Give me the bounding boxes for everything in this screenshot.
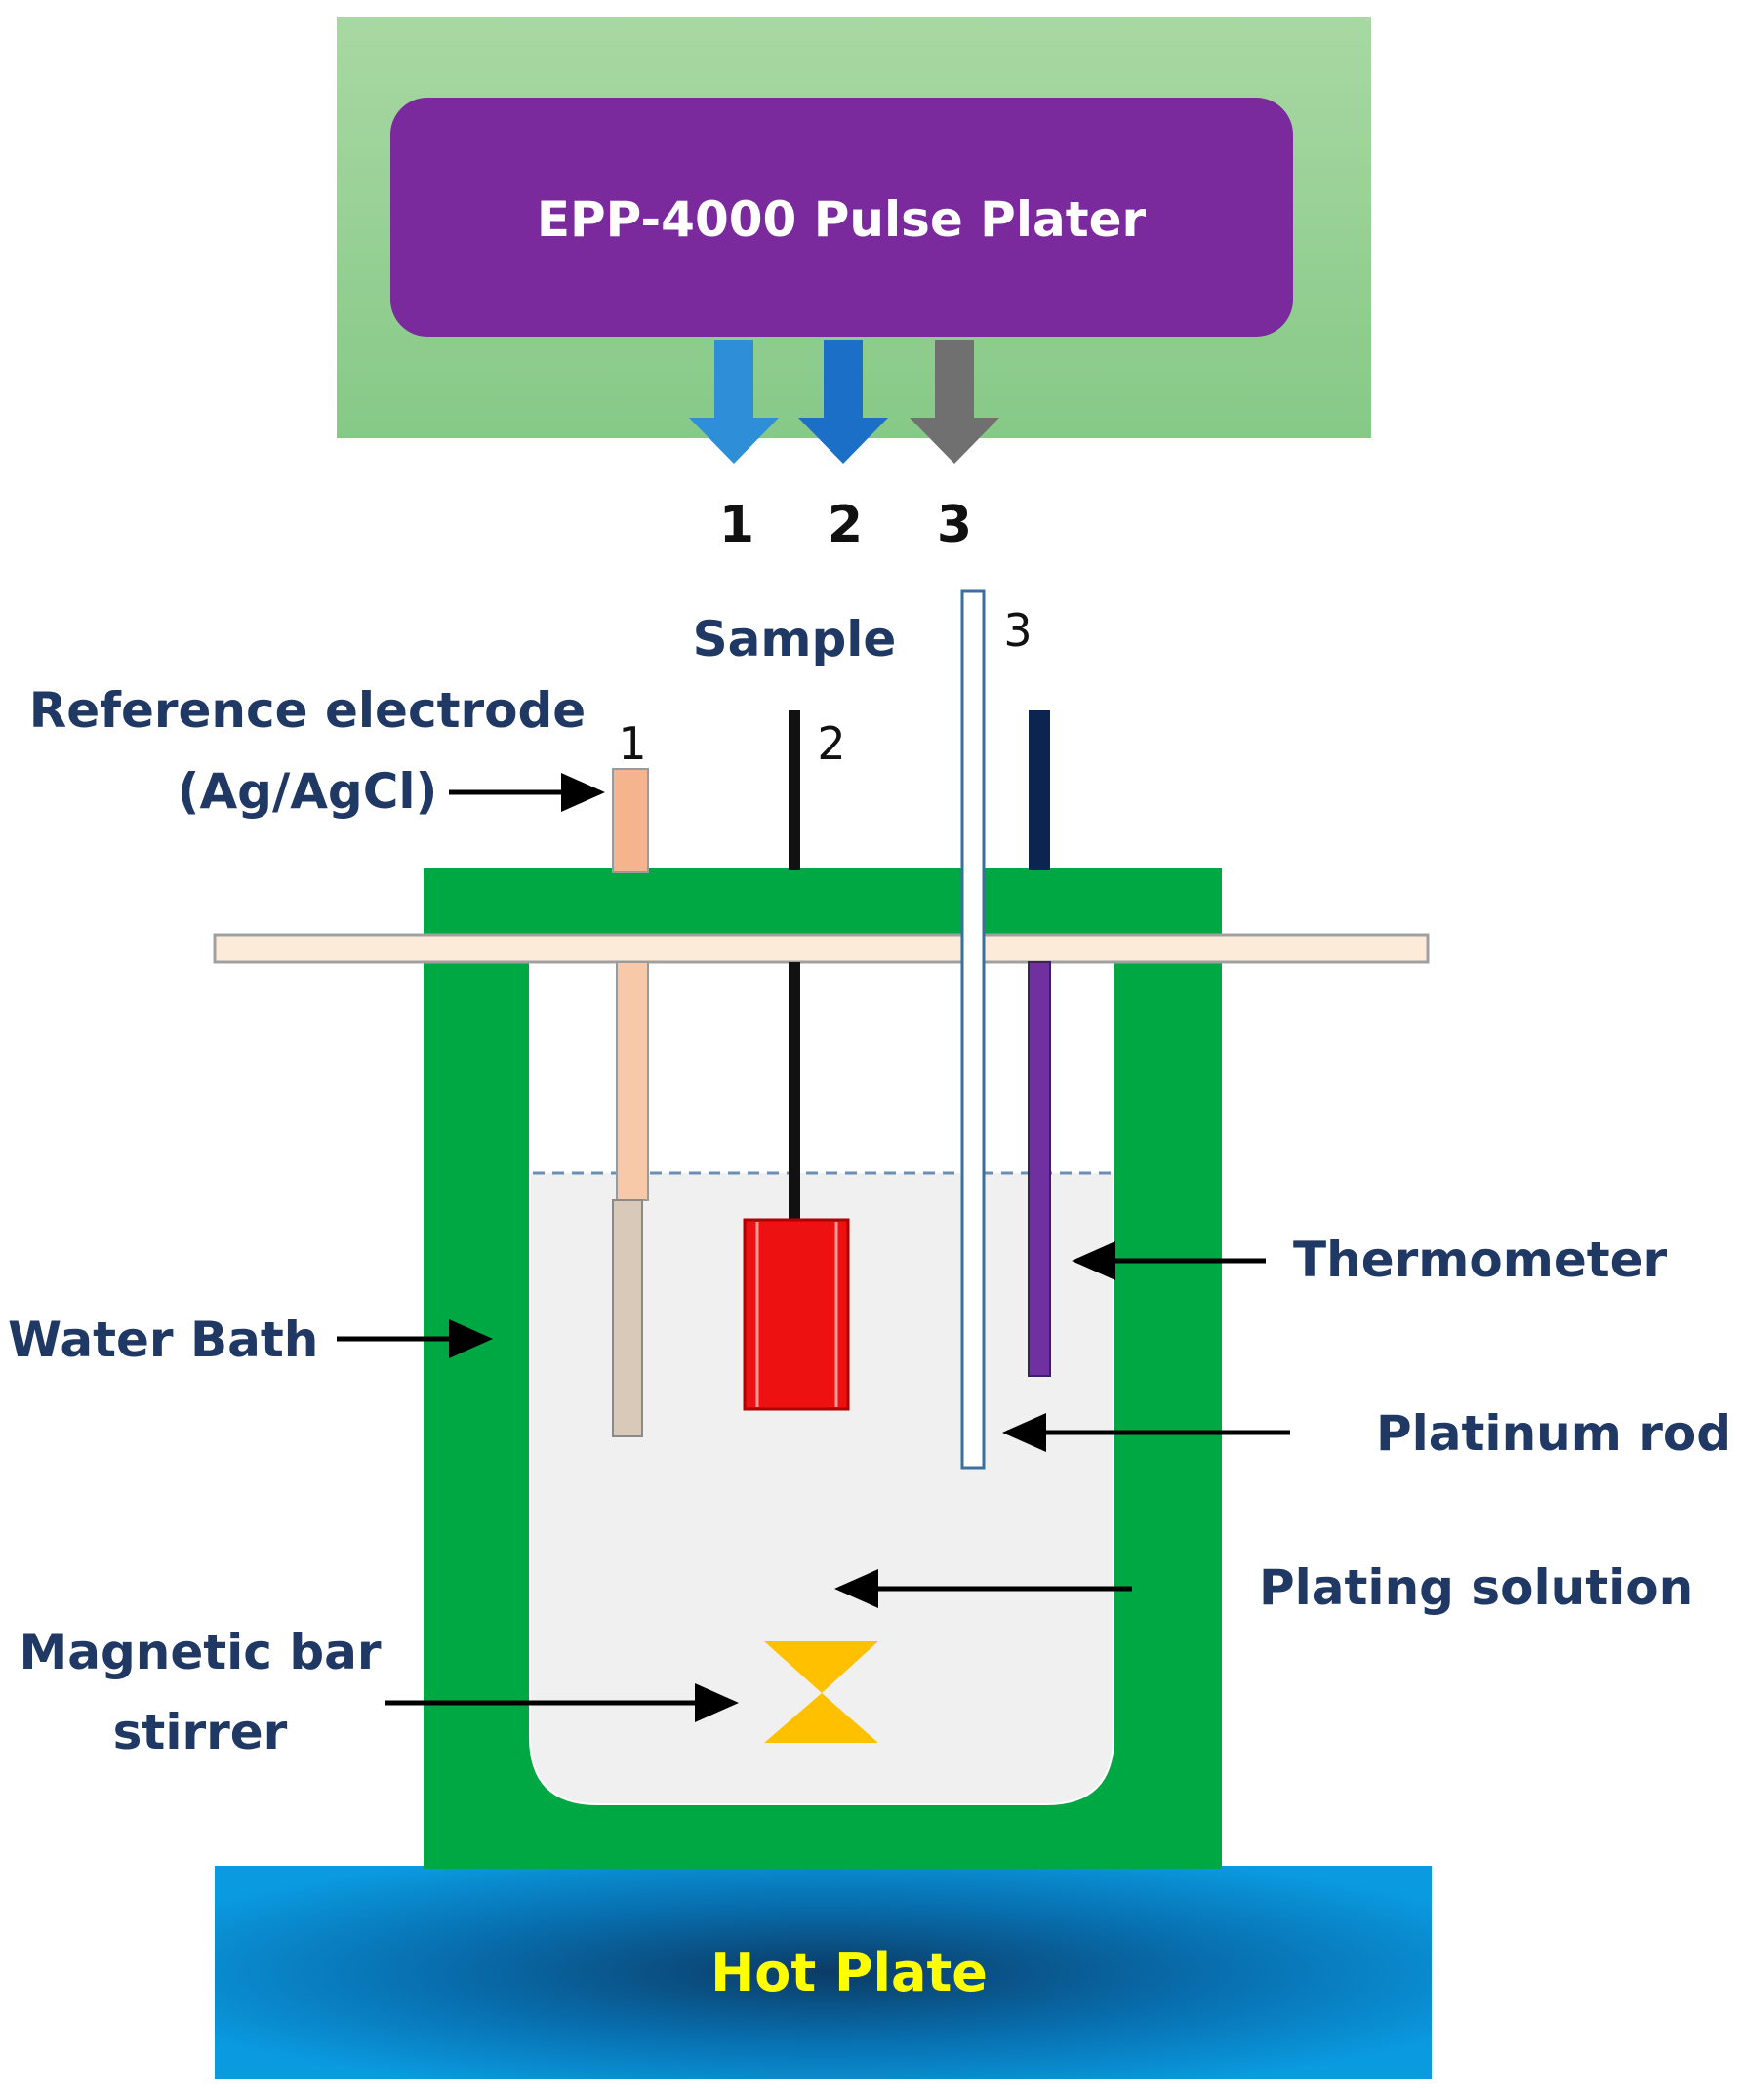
connection-label-2: 2 <box>828 496 863 554</box>
platinum-rod-label: Platinum rod <box>1376 1405 1731 1462</box>
platinum-rod-number: 3 <box>1003 604 1032 657</box>
platinum-rod: 3 <box>960 589 1033 1470</box>
connection-arrow-3 <box>910 340 999 464</box>
pulse-plater-panel: EPP-4000 Pulse Plater <box>337 17 1371 438</box>
thermometer-label: Thermometer <box>1293 1232 1668 1288</box>
reference-electrode: 1 <box>612 717 649 1437</box>
connection-label-3: 3 <box>937 496 972 554</box>
magnetic-stirrer-bar <box>764 1641 878 1743</box>
pointer-arrows <box>337 773 1290 1722</box>
reference-electrode-sublabel: (Ag/AgCl) <box>178 763 438 820</box>
connection-label-1: 1 <box>719 496 754 554</box>
sample-block <box>743 1218 850 1411</box>
hot-plate-body <box>215 1866 1432 2079</box>
hot-plate-label: Hot Plate <box>710 1942 988 2003</box>
stirrer-label: Magnetic bar <box>19 1624 381 1680</box>
connection-arrow-2 <box>798 340 888 464</box>
reference-electrode-cap <box>612 768 649 873</box>
platinum-rod-body <box>960 589 986 1470</box>
pulse-plater-title: EPP-4000 Pulse Plater <box>537 191 1147 248</box>
text-labels: Sample Reference electrode (Ag/AgCl) The… <box>8 611 1731 1760</box>
plating-solution-label: Plating solution <box>1259 1559 1693 1616</box>
reference-electrode-number: 1 <box>618 717 646 770</box>
pulse-plater-box <box>390 98 1293 337</box>
stirrer-sublabel: stirrer <box>113 1704 288 1760</box>
connection-arrow-1 <box>689 340 779 464</box>
sample-electrode-number: 2 <box>817 717 845 770</box>
hot-plate: Hot Plate <box>215 1866 1432 2079</box>
connection-arrows: 1 2 3 <box>689 340 999 554</box>
sample-label: Sample <box>693 611 897 667</box>
reference-electrode-lower <box>612 1199 643 1437</box>
sample-electrode: 2 <box>743 710 850 1411</box>
thermometer-body <box>1028 961 1051 1377</box>
water-bath-label: Water Bath <box>8 1312 318 1368</box>
thermometer <box>1028 710 1051 1377</box>
reference-electrode-upper <box>616 961 649 1201</box>
thermometer-top <box>1029 710 1050 870</box>
beaker-lid <box>213 933 1430 964</box>
reference-electrode-label: Reference electrode <box>29 682 586 739</box>
